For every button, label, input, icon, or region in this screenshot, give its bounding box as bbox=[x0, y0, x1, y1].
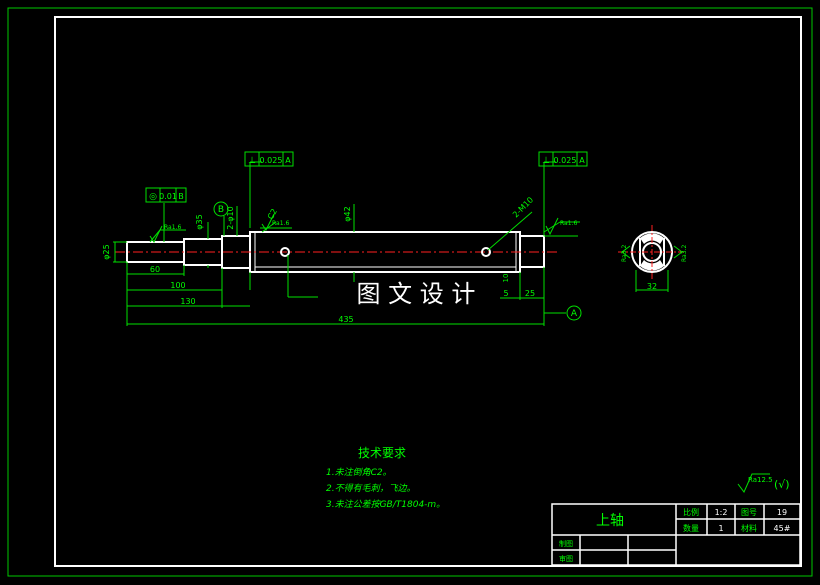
tol-coax-datum: B bbox=[178, 192, 184, 201]
tech-item-1: 1.未注倒角C2。 bbox=[326, 467, 392, 478]
annotations: φ25 φ35 2-φ10 φ42 C2 2-M10 60 100 130 43… bbox=[102, 156, 791, 563]
roughness-r2: Ra1.6 bbox=[272, 220, 289, 227]
roughness-r1: Ra1.6 bbox=[164, 224, 181, 231]
dimension-lines bbox=[113, 161, 580, 326]
dim-5: 5 bbox=[503, 289, 508, 298]
dim-hole-left: 2-φ10 bbox=[226, 206, 235, 229]
label-drawing-no: 图号 bbox=[741, 508, 757, 517]
dim-25: 25 bbox=[525, 289, 535, 298]
hole-right bbox=[481, 247, 491, 257]
title-block-grid bbox=[551, 503, 801, 566]
tol-right-value: 0.025 bbox=[554, 156, 577, 165]
hole-left bbox=[280, 247, 290, 257]
dim-435: 435 bbox=[338, 315, 353, 324]
shaft-section-view bbox=[618, 225, 686, 292]
datum-a: A bbox=[571, 309, 578, 319]
dim-hole-right: 2-M10 bbox=[511, 195, 535, 219]
roughness-symbols bbox=[149, 213, 770, 493]
part-name: 上轴 bbox=[596, 513, 624, 529]
dim-d42: φ42 bbox=[343, 206, 352, 221]
dim-32: 32 bbox=[647, 282, 657, 291]
tol-right-datum: A bbox=[579, 156, 585, 165]
roughness-r3: Ra1.6 bbox=[560, 220, 577, 227]
outer-border bbox=[7, 7, 813, 577]
value-drawing-no: 19 bbox=[777, 508, 787, 517]
dim-60: 60 bbox=[150, 265, 160, 274]
label-scale: 比例 bbox=[683, 507, 699, 517]
tol-coax-value: 0.01 bbox=[159, 192, 177, 201]
roughness-general: Ra12.5 bbox=[748, 476, 773, 484]
roughness-s2: Ra3.2 bbox=[681, 245, 688, 262]
tolerance-frames bbox=[145, 151, 588, 321]
label-material: 材料 bbox=[741, 523, 757, 533]
dim-10: 10 bbox=[502, 274, 510, 283]
tol-coax-symbol: ◎ bbox=[149, 192, 157, 202]
tol-left-symbol: ⊥ bbox=[248, 156, 256, 166]
tol-left-value: 0.025 bbox=[260, 156, 283, 165]
dim-d35: φ35 bbox=[195, 214, 204, 229]
datum-b: B bbox=[218, 205, 224, 215]
label-quantity: 数量 bbox=[683, 523, 699, 533]
watermark-text: 图 文 设 计 bbox=[357, 280, 476, 308]
tech-item-2: 2.不得有毛刺，飞边。 bbox=[326, 483, 416, 494]
value-scale: 1:2 bbox=[715, 508, 728, 517]
dim-100: 100 bbox=[170, 281, 185, 290]
tech-title: 技术要求 bbox=[358, 446, 406, 460]
inner-border bbox=[54, 16, 802, 567]
dim-chamfer: C2 bbox=[266, 207, 279, 221]
dim-130: 130 bbox=[180, 297, 195, 306]
tol-right-symbol: ⊥ bbox=[542, 156, 550, 166]
roughness-s1: Ra3.2 bbox=[621, 245, 628, 262]
tech-item-3: 3.未注公差按GB/T1804-m。 bbox=[326, 499, 445, 510]
label-drawn: 制图 bbox=[559, 539, 573, 548]
roughness-general-suffix: (√) bbox=[774, 478, 790, 491]
value-quantity: 1 bbox=[718, 524, 723, 533]
tol-left-datum: A bbox=[285, 156, 291, 165]
label-checked: 审图 bbox=[559, 554, 573, 563]
value-material: 45# bbox=[774, 524, 791, 533]
dim-d25: φ25 bbox=[102, 244, 111, 259]
